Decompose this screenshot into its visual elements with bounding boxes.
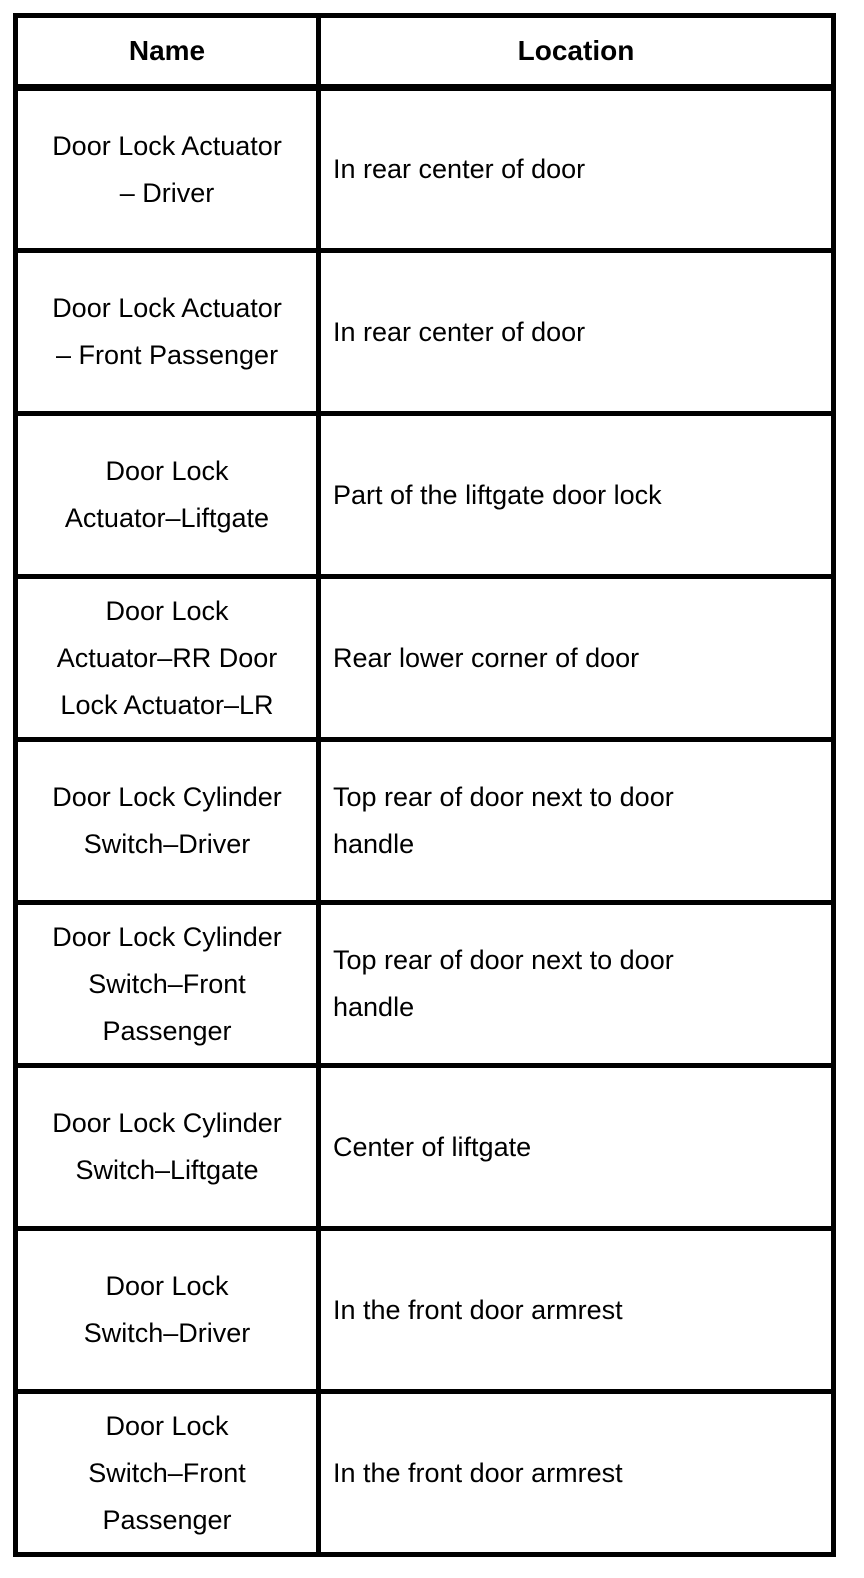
name-cell: Door Lock Actuator – Driver [13,85,321,253]
location-cell: Top rear of door next to door handle [316,737,836,905]
location-cell: Top rear of door next to door handle [316,900,836,1068]
table-row: Door Lock Cylinder Switch–Front Passenge… [13,900,836,1068]
name-cell: Door Lock Cylinder Switch–Driver [13,737,321,905]
name-cell: Door Lock Switch–Front Passenger [13,1389,321,1557]
component-location-table: Name Location Door Lock Actuator – Drive… [13,13,836,1557]
name-cell: Door Lock Switch–Driver [13,1226,321,1394]
column-header-name: Name [13,13,321,91]
name-cell: Door Lock Cylinder Switch–Liftgate [13,1063,321,1231]
location-cell: In the front door armrest [316,1226,836,1394]
location-cell: In rear center of door [316,248,836,416]
location-cell: In rear center of door [316,85,836,253]
table-row: Door Lock Actuator–RR Door Lock Actuator… [13,574,836,742]
location-cell: Part of the liftgate door lock [316,411,836,579]
table-row: Door Lock Switch–Driver In the front doo… [13,1226,836,1394]
location-cell: Rear lower corner of door [316,574,836,742]
name-cell: Door Lock Actuator – Front Passenger [13,248,321,416]
table-row: Door Lock Actuator – Front Passenger In … [13,248,836,416]
name-cell: Door Lock Cylinder Switch–Front Passenge… [13,900,321,1068]
location-cell: In the front door armrest [316,1389,836,1557]
column-header-location: Location [316,13,836,91]
table-row: Door Lock Actuator – Driver In rear cent… [13,85,836,253]
name-cell: Door Lock Actuator–RR Door Lock Actuator… [13,574,321,742]
location-cell: Center of liftgate [316,1063,836,1231]
table-header-row: Name Location [13,13,836,91]
table-row: Door Lock Cylinder Switch–Liftgate Cente… [13,1063,836,1231]
name-cell: Door Lock Actuator–Liftgate [13,411,321,579]
table-row: Door Lock Switch–Front Passenger In the … [13,1389,836,1557]
table-row: Door Lock Actuator–Liftgate Part of the … [13,411,836,579]
table-row: Door Lock Cylinder Switch–Driver Top rea… [13,737,836,905]
